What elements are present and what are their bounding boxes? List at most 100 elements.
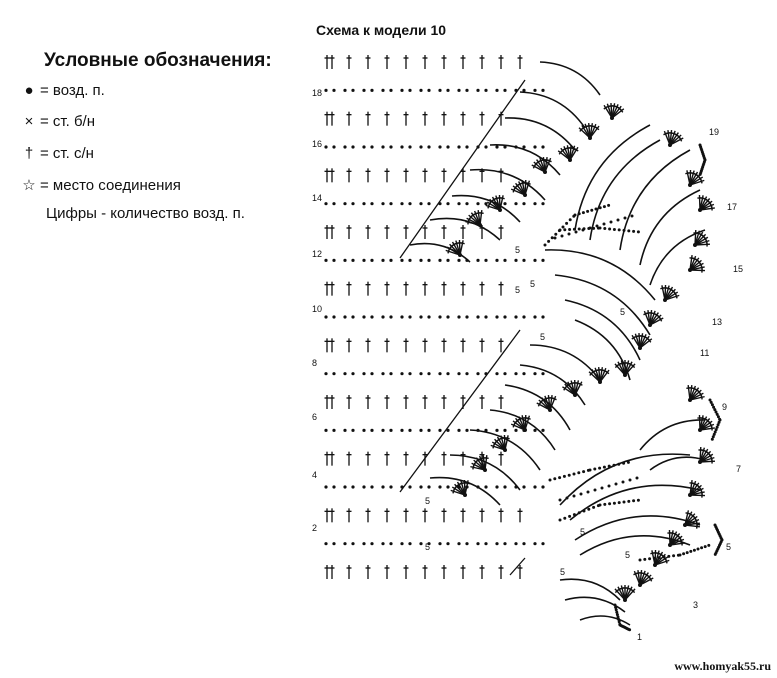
chain-stitch (419, 428, 423, 432)
chain-stitch (541, 258, 545, 262)
chain-stitch (622, 500, 626, 504)
shell-stitch-bar (526, 182, 531, 185)
chain-stitch (612, 227, 616, 231)
chain-stitch (427, 315, 431, 319)
shell-base (638, 583, 642, 587)
chain-stitch (652, 556, 656, 560)
shell-base (568, 158, 572, 162)
chain-stitch (465, 202, 469, 206)
chain-stitch (598, 206, 602, 210)
shell-base (573, 393, 577, 397)
chain-stitch (548, 478, 552, 482)
chain-stitch (427, 542, 431, 546)
chain-stitch (400, 88, 404, 92)
chain-stitch (612, 463, 616, 467)
chain-stitch (351, 372, 355, 376)
chain-count-label: 5 (515, 245, 520, 255)
chain-stitch (465, 372, 469, 376)
chain-arc (409, 242, 471, 263)
chain-stitch (324, 542, 328, 546)
chain-stitch (595, 224, 599, 228)
chain-stitch (324, 428, 328, 432)
chain-stitch (581, 211, 585, 215)
chain-stitch (573, 213, 577, 217)
chain-stitch (503, 372, 507, 376)
stitch-grid (324, 55, 545, 579)
chain-stitch (541, 202, 545, 206)
shell-base (458, 253, 462, 257)
chain-stitch (484, 315, 488, 319)
chain-stitch (484, 542, 488, 546)
chain-stitch (446, 428, 450, 432)
diagonal-line (509, 557, 526, 576)
chain-stitch (648, 557, 652, 561)
chain-stitch (586, 490, 590, 494)
shell-stitch-bar (526, 417, 531, 420)
shell-stitch-bar (658, 317, 663, 322)
row-number-right: 17 (727, 202, 737, 212)
shell-base (483, 468, 487, 472)
chain-stitch (400, 202, 404, 206)
chain-stitch (561, 225, 565, 229)
chain-stitch (622, 461, 626, 465)
chain-stitch (617, 620, 621, 624)
chain-stitch (636, 498, 640, 502)
chain-stitch (381, 315, 385, 319)
shell-stitch-bar (630, 589, 636, 594)
row-number-right: 15 (733, 264, 743, 274)
chain-arc (544, 249, 656, 301)
chain-stitch (332, 145, 336, 149)
chain-stitch (484, 202, 488, 206)
chain-stitch (598, 466, 602, 470)
chain-stitch (400, 372, 404, 376)
chain-stitch (579, 492, 583, 496)
chain-stitch (586, 209, 590, 213)
chain-stitch (427, 372, 431, 376)
shell-base (588, 136, 592, 140)
chain-stitch (427, 485, 431, 489)
chain-stitch (389, 428, 393, 432)
chain-stitch (370, 428, 374, 432)
diagonal-line (399, 79, 526, 259)
shell-stitch-bar (700, 394, 703, 400)
chain-stitch (438, 428, 442, 432)
chain-stitch (533, 202, 537, 206)
chain-stitch (547, 239, 551, 243)
shell-stitch-bar (605, 370, 610, 375)
chain-stitch (522, 485, 526, 489)
chain-stitch (362, 88, 366, 92)
chain-stitch (563, 228, 567, 232)
chain-stitch (370, 202, 374, 206)
chain-stitch (362, 428, 366, 432)
legend-row-chain: ● = возд. п. (18, 82, 104, 99)
shell-base (688, 493, 692, 497)
chain-stitch (446, 258, 450, 262)
chain-stitch (700, 546, 704, 550)
chain-stitch (714, 410, 718, 414)
chain-stitch (617, 501, 621, 505)
chain-stitch (343, 145, 347, 149)
chain-stitch (514, 428, 518, 432)
chain-stitch (484, 145, 488, 149)
chain-stitch (457, 372, 461, 376)
chain-stitch (419, 145, 423, 149)
chain-stitch (476, 372, 480, 376)
chain-stitch (709, 400, 713, 404)
star-outline-icon: ☆ (22, 177, 36, 194)
chain-stitch (553, 477, 557, 481)
chain-stitch (484, 428, 488, 432)
chain-stitch (465, 542, 469, 546)
chain-stitch (522, 145, 526, 149)
chain-stitch (484, 88, 488, 92)
chain-count-label: 5 (540, 332, 545, 342)
chain-count-label: 5 (580, 527, 585, 537)
chain-stitch (465, 315, 469, 319)
chain-stitch (533, 372, 537, 376)
chain-arc (489, 144, 561, 176)
chain-stitch (332, 315, 336, 319)
chain-count-label: 5 (620, 307, 625, 317)
chain-stitch (495, 88, 499, 92)
chain-stitch (408, 315, 412, 319)
chain-stitch (598, 503, 602, 507)
